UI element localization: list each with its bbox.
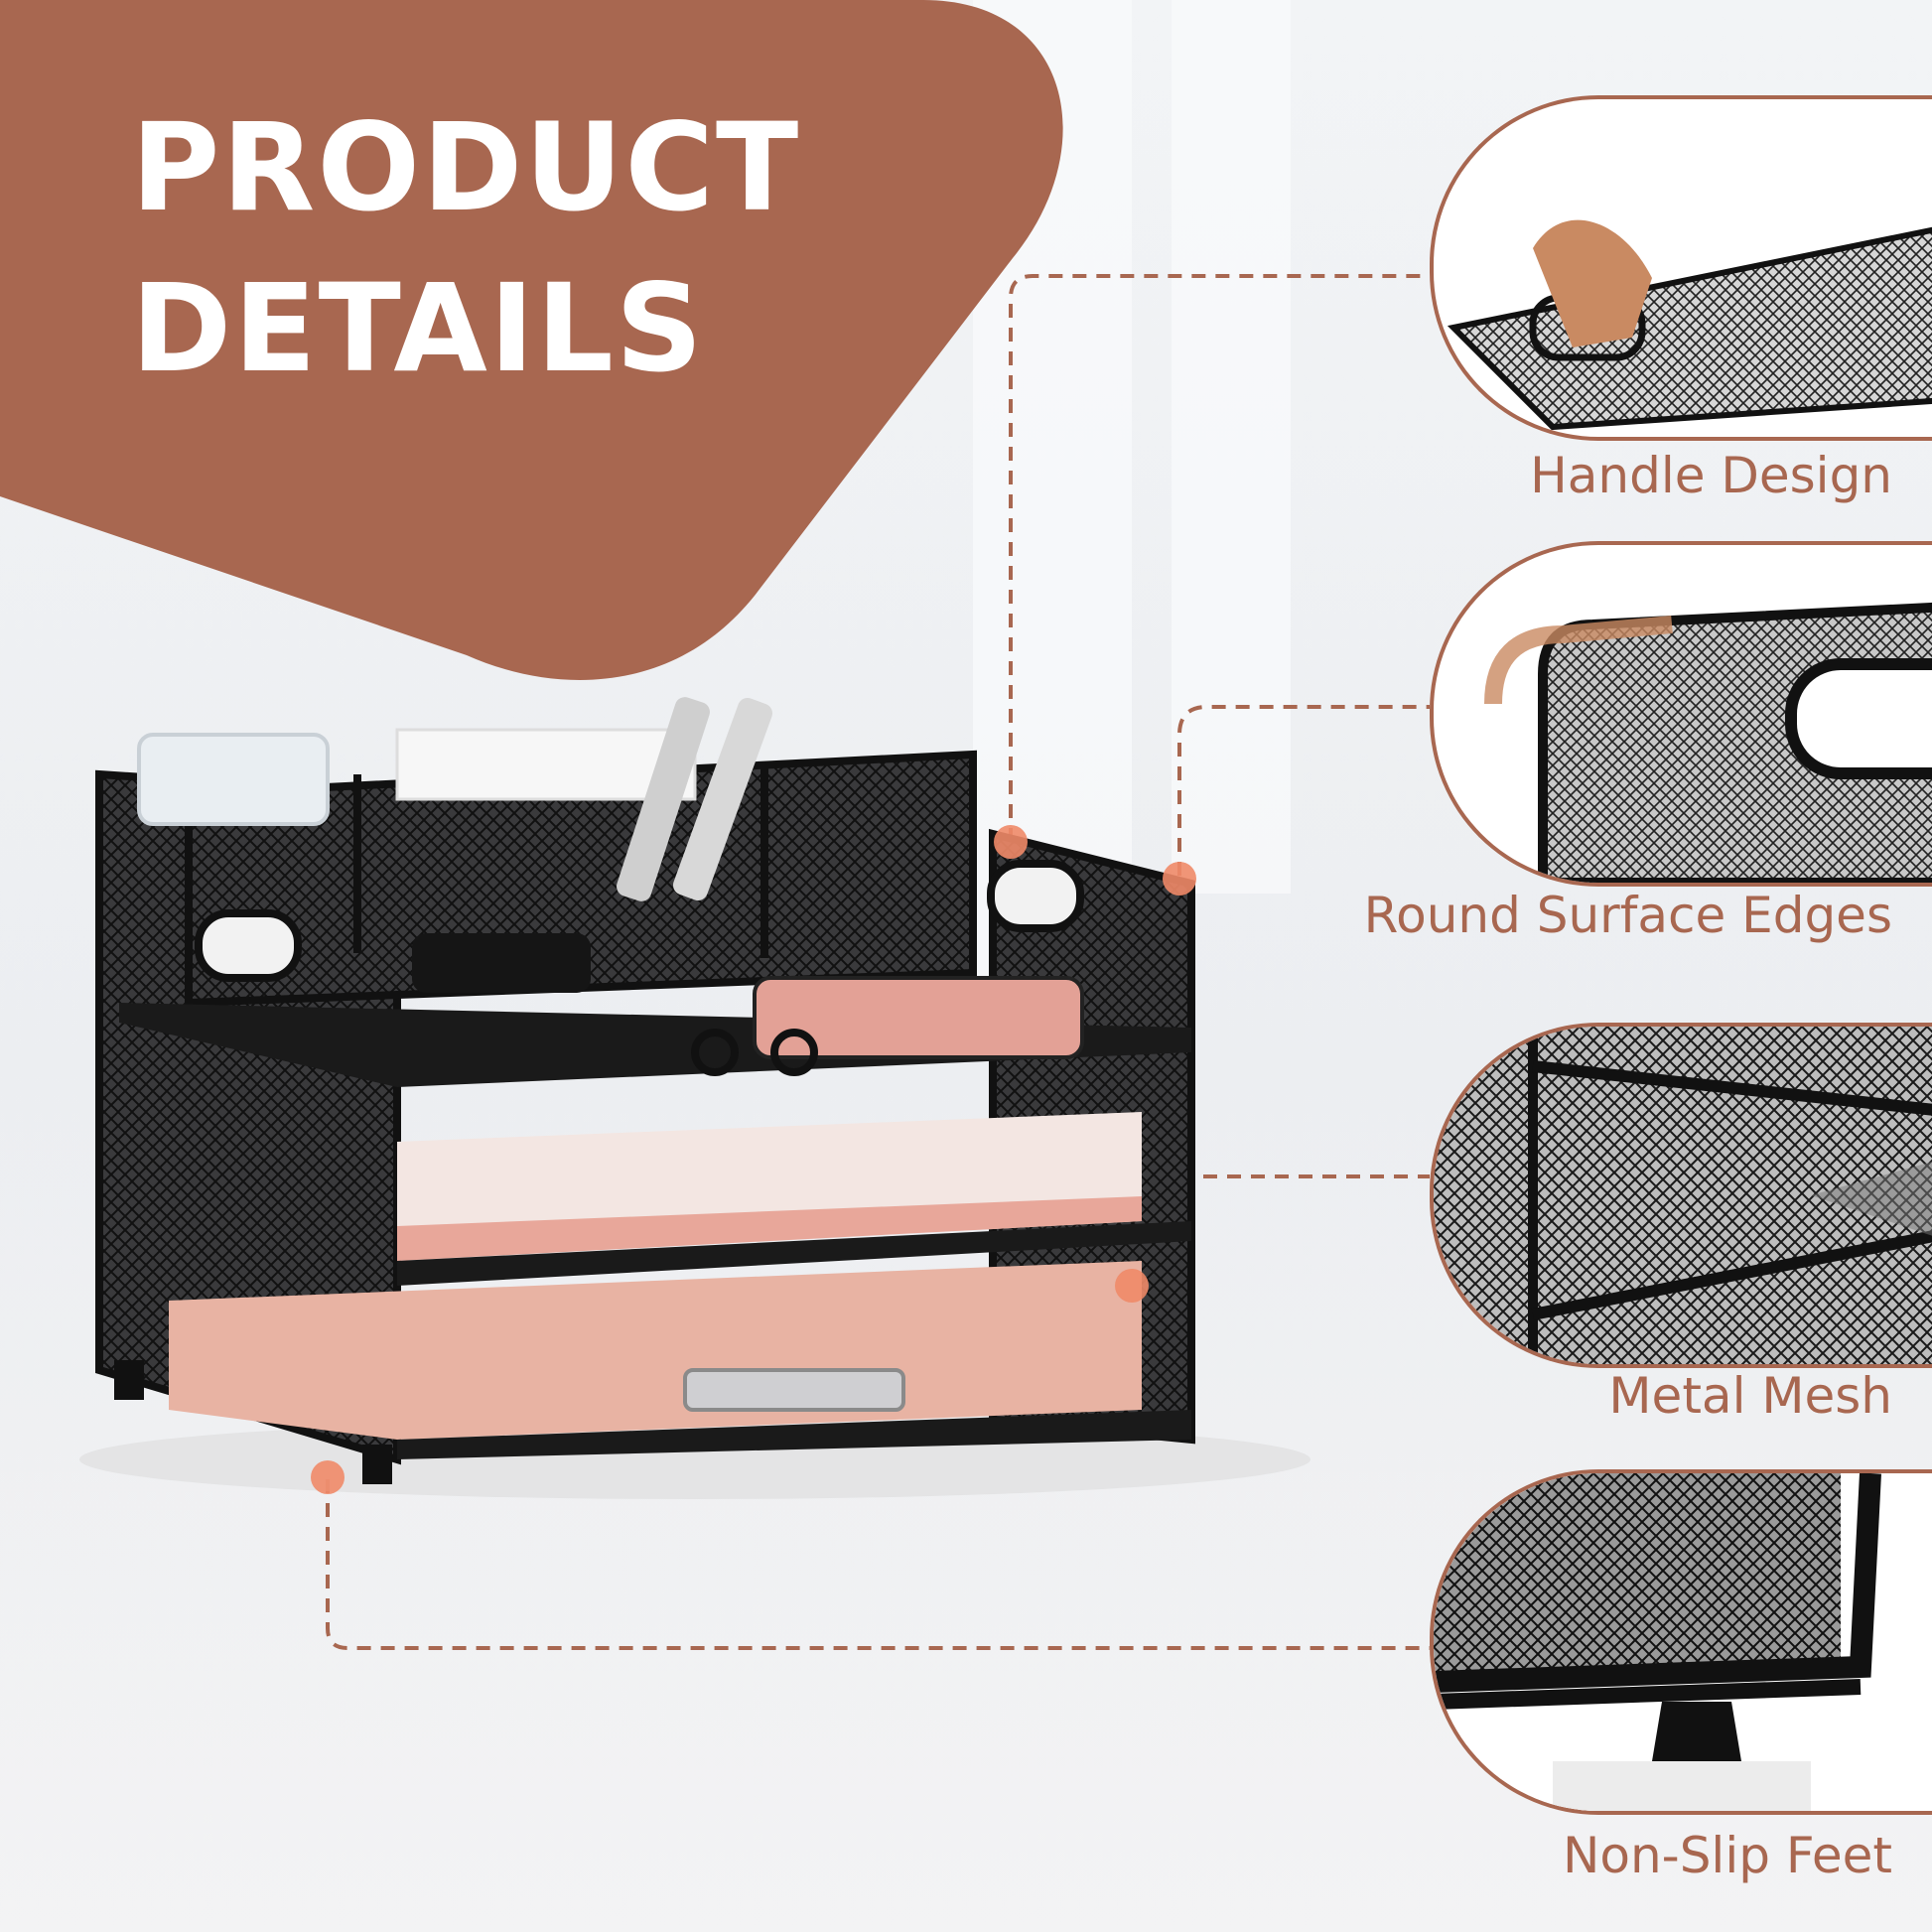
phone — [753, 976, 1084, 1059]
foot — [114, 1360, 144, 1400]
callout-non-slip-feet — [1430, 1469, 1932, 1815]
notepad — [395, 728, 697, 801]
feature-label: Round Surface Edges — [1363, 887, 1892, 944]
clip-container — [137, 733, 330, 826]
pen — [617, 697, 710, 901]
desk-organizer — [95, 697, 1195, 1484]
headline-line-1: PRODUCT — [131, 97, 801, 238]
handle-cutout-right — [987, 860, 1084, 932]
stapler — [412, 933, 591, 993]
pen — [672, 697, 773, 901]
feet-icon — [1434, 1473, 1932, 1811]
headline-line-2: DETAILS — [131, 258, 705, 399]
headline-blob — [0, 0, 1063, 680]
round-edge-icon — [1484, 602, 1932, 883]
handle-icon — [1447, 219, 1932, 431]
feature-label: Handle Design — [1530, 447, 1892, 504]
clipboard-clip — [683, 1368, 905, 1412]
hotspot-dots — [311, 825, 1196, 1494]
foot — [362, 1445, 392, 1484]
handle-cutout-left — [195, 909, 302, 982]
callout-round-edges — [1430, 541, 1932, 887]
scissors — [691, 1029, 739, 1076]
background-window — [1172, 0, 1291, 894]
callout-metal-mesh — [1430, 1023, 1932, 1368]
feature-label: Non-Slip Feet — [1562, 1827, 1892, 1884]
feature-label: Metal Mesh — [1608, 1367, 1892, 1425]
callout-handle-design — [1430, 95, 1932, 441]
mesh-icon — [1434, 1027, 1932, 1364]
